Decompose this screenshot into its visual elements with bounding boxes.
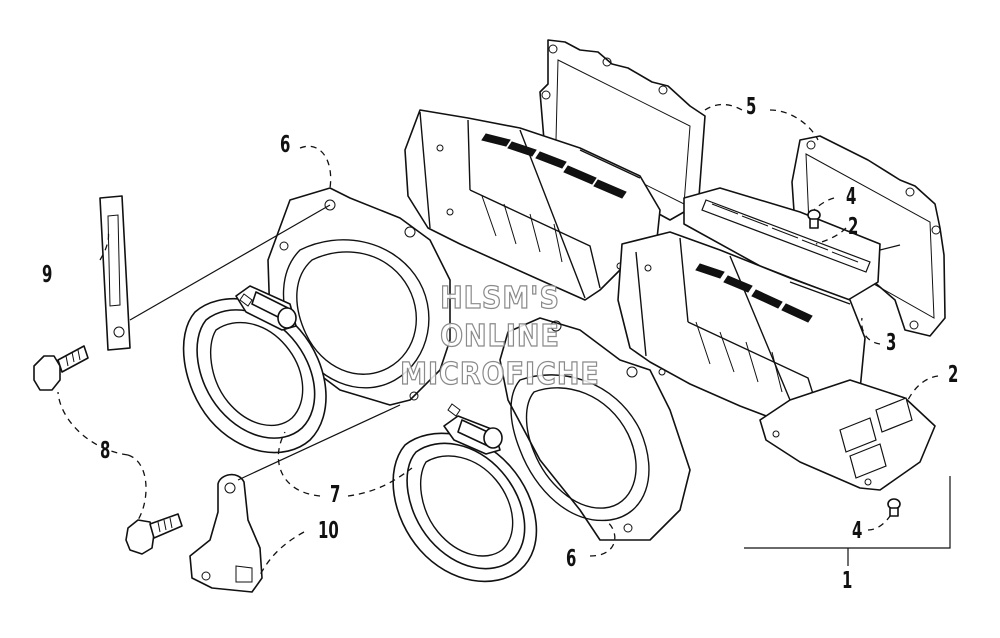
callout-9-plate: 9 [42,262,53,288]
reed-plate-lower-slots [839,397,913,479]
callout-4-lower-screw: 4 [852,518,863,544]
callout-3-reed-cage: 3 [886,330,897,356]
callout-7-clamps: 7 [330,482,341,508]
support-bracket [189,473,263,593]
reed-cage-left [404,109,661,301]
assembly-bracket-line [744,476,951,566]
mounting-plate [99,195,131,351]
callout-2-lower-reed-plate: 2 [948,362,959,388]
reed-cage-right-fins [695,263,813,393]
callout-leaders [57,103,939,576]
reed-cage-left-fins [481,133,627,263]
callout-1-assembly: 1 [842,568,853,594]
callout-6-lower-flange: 6 [566,546,577,572]
flange-bolt-upper [33,345,89,391]
callout-6-upper-flange: 6 [280,132,291,158]
callout-4-upper-screw: 4 [846,184,857,210]
callout-10-bracket: 10 [318,518,339,544]
reed-plate-lower [759,379,936,491]
callout-8-bolts: 8 [100,438,111,464]
alignment-lines [129,204,901,481]
watermark-line-2: ONLINE [439,319,560,354]
intake-flange-lower [499,317,691,541]
flange-bolt-lower [125,513,183,555]
callout-2-upper-reed-plate: 2 [848,214,859,240]
hose-clamp-lower [392,403,538,583]
reed-screw-upper [807,209,821,229]
reed-screw-lower [887,498,901,517]
reed-plate-upper [683,187,881,301]
callout-5-gasket: 5 [746,94,757,120]
watermark-line-1: HLSM'S [439,281,560,316]
watermark-line-3: MICROFICHE [400,357,600,392]
reed-plate-upper-slots [701,199,871,273]
hose-clamp-upper [182,285,327,454]
